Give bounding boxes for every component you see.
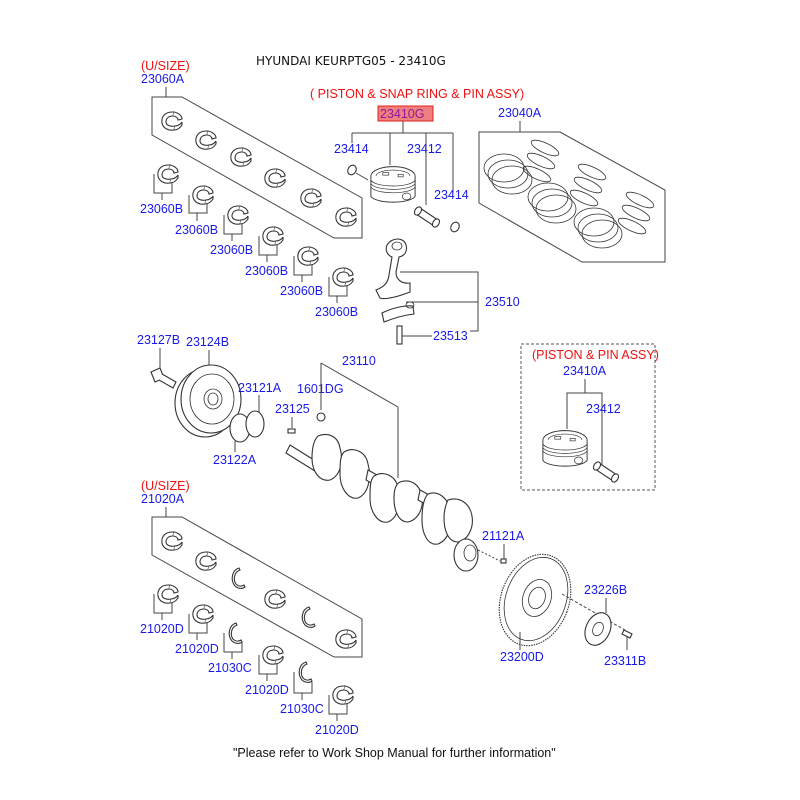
part-label-21121A[interactable]: 21121A [482,529,525,543]
bearing-shells-23060B [153,164,354,297]
snap-ring-left [347,164,357,176]
main-bearing-shells [153,584,354,715]
part-label-23410A[interactable]: 23410A [563,364,607,378]
part-label-23060B-5[interactable]: 23060B [280,284,323,298]
part-label-23060B-6[interactable]: 23060B [315,305,358,319]
crankshaft [285,433,479,572]
part-label-23513[interactable]: 23513 [433,329,468,343]
piston-pin [412,205,442,229]
piston-assy-note: ( PISTON & SNAP RING & PIN ASSY) [310,87,524,101]
alt-piston-box [520,343,656,491]
part-label-21020D-4[interactable]: 21020D [315,723,359,737]
highlighted-part-box[interactable] [377,105,434,122]
snap-ring-right [450,221,460,233]
dowel-pin [500,558,507,564]
part-label-21020D-1[interactable]: 21020D [140,622,184,636]
part-label-23040A[interactable]: 23040A [498,106,542,120]
main-bearing-set-21020A [161,531,357,649]
connecting-rod [375,238,415,323]
part-label-23127B[interactable]: 23127B [137,333,180,347]
flywheel-plate [498,553,572,647]
alt-piston [542,430,588,467]
part-label-23060A[interactable]: 23060A [141,72,185,86]
part-label-23060B-4[interactable]: 23060B [245,264,288,278]
piston-ring-set [483,136,657,249]
part-label-23060B-3[interactable]: 23060B [210,243,253,257]
part-label-23121A[interactable]: 23121A [238,381,282,395]
crankshaft-plug [316,412,326,422]
part-label-21030C-1[interactable]: 21030C [208,661,252,675]
part-label-23226B[interactable]: 23226B [584,583,627,597]
alt-piston-note: (PISTON & PIN ASSY) [532,348,659,362]
alt-piston-pin [591,460,621,484]
bearing-shell-set-23060A [161,111,357,227]
part-label-23124B[interactable]: 23124B [186,335,229,349]
main-bearing-set-outline [151,516,363,658]
part-label-23060B-1[interactable]: 23060B [140,202,183,216]
main-bearing-note: (U/SIZE) [141,479,190,493]
flywheel-bolt [621,629,633,639]
part-label-21020D-3[interactable]: 21020D [245,683,289,697]
crank-damper-pulley [174,364,242,438]
part-label-21030C-2[interactable]: 21030C [280,702,324,716]
crank-washer [245,410,265,438]
footer-note: "Please refer to Work Shop Manual for fu… [233,746,556,760]
part-label-23510[interactable]: 23510 [485,295,520,309]
part-label-23410G[interactable]: 23410G [380,107,424,121]
part-label-23110[interactable]: 23110 [342,354,376,368]
crank-key [287,428,296,434]
part-label-23414-right[interactable]: 23414 [434,188,469,202]
part-label-23412[interactable]: 23412 [407,142,442,156]
piston [370,166,416,203]
upper-bearing-note: (U/SIZE) [141,59,190,73]
adapter-plate [584,612,612,646]
pulley-bolt [150,367,177,389]
part-label-1601DG[interactable]: 1601DG [297,382,344,396]
part-label-23125[interactable]: 23125 [275,402,310,416]
part-label-23311B[interactable]: 23311B [604,654,646,668]
part-label-23412-alt[interactable]: 23412 [586,402,621,416]
part-label-23200D[interactable]: 23200D [500,650,544,664]
bearing-set-outline [151,96,363,239]
part-label-23060B-2[interactable]: 23060B [175,223,218,237]
diagram-title: HYUNDAI KEURPTG05 - 23410G [256,54,446,68]
conrod-bolt [396,325,403,345]
part-label-23414-left[interactable]: 23414 [334,142,369,156]
part-label-21020D-2[interactable]: 21020D [175,642,219,656]
ring-set-outline [478,131,666,263]
part-label-21020A[interactable]: 21020A [141,492,185,506]
part-label-23122A[interactable]: 23122A [213,453,257,467]
